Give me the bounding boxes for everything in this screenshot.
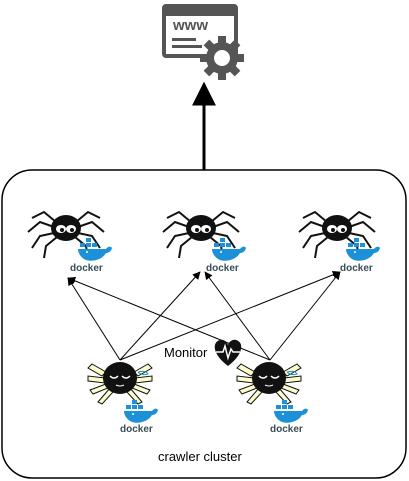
docker-icon	[274, 400, 308, 423]
connection-arrows	[67, 270, 341, 361]
docker-icon	[124, 400, 158, 423]
docker-label: docker	[206, 263, 239, 274]
cluster-frame	[1, 169, 407, 479]
docker-icon	[212, 238, 246, 261]
worker-spider-1: docker	[27, 211, 112, 274]
worker-spider-3: docker	[298, 211, 380, 274]
docker-label: docker	[70, 263, 103, 274]
docker-label: docker	[270, 424, 303, 435]
web-icon-text: www	[172, 17, 208, 34]
web-server-icon: www	[162, 4, 244, 80]
master-spider-1: docker	[87, 361, 158, 435]
monitor-label: Monitor	[164, 345, 208, 360]
gear-icon	[200, 36, 244, 80]
docker-label: docker	[340, 263, 373, 274]
docker-label: docker	[120, 424, 153, 435]
worker-spider-2: docker	[162, 211, 246, 274]
cluster-label: crawler cluster	[158, 449, 242, 464]
heart-monitor-icon	[214, 339, 242, 366]
master-spider-2: docker	[236, 361, 308, 435]
